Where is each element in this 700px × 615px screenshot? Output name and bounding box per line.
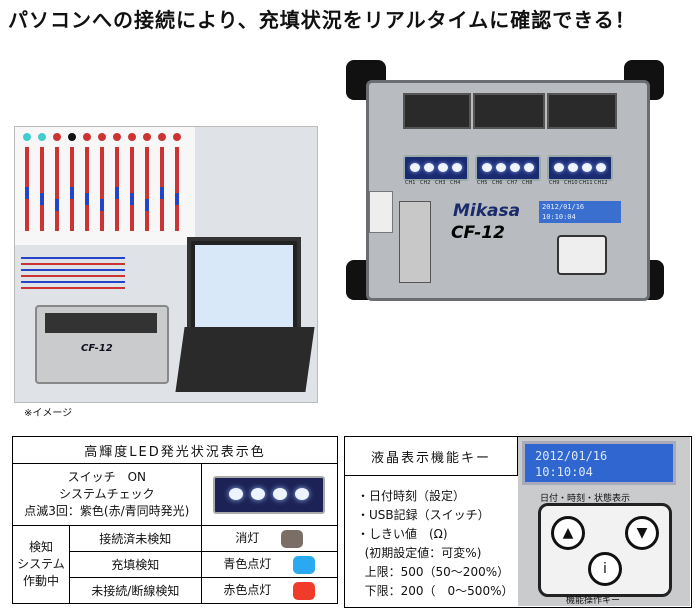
lcd-key-item: ・USB記録（スイッチ） [357,508,490,522]
image-caption: ※イメージ [24,408,73,419]
model-label: CF-12 [451,223,505,243]
keys-bottom-label: 機能操作キー [566,596,621,606]
lcd-display-large: 2012/01/16 10:10:04 [522,441,676,485]
lcd-keys-list: ・日付時刻（設定） ・USB記録（スイッチ） ・しきい値 (Ω) (初期設定値：可変… [357,487,513,601]
channel-label: CH6 [492,180,503,186]
lcd-time: 10:10:04 [535,465,593,479]
system-check-label: システムチェック [58,487,155,501]
level-bar [100,147,104,231]
status-dot [38,133,46,141]
lcd-keys-title: 液晶表示機能キー [345,437,518,476]
status-dot [68,133,76,141]
lcd-key-item: ・しきい値 (Ω) [357,527,448,541]
level-bar [40,147,44,231]
status-dot [53,133,61,141]
led-indicator [475,155,541,181]
function-keys-small [557,235,607,275]
channel-label: CH1 [405,180,416,186]
level-bar [70,147,74,231]
lcd-key-item: 下限：200（ 0〜500%） [357,584,514,598]
up-arrow-button[interactable]: ▲ [551,516,585,550]
led-indicator [547,155,613,181]
terminal-block [403,93,471,129]
level-bar [145,147,149,231]
device-photo-large: Mikasa CF-12 2012/01/16 10:10:04 CH1 CH2 C… [346,60,664,301]
status-dot [128,133,136,141]
status-dot [143,133,151,141]
level-bar [160,147,164,231]
row-state: 消灯 [235,531,260,546]
channel-label: CH11 [579,180,593,186]
lcd-key-item: ・日付時刻（設定） [357,489,466,503]
usb-memory [369,191,393,233]
channel-label: CH10 [564,180,578,186]
lcd-time: 10:10:04 [542,213,576,221]
lcd-key-item: 上限：500（50〜200%） [357,565,510,579]
headline: パソコンへの接続により、充填状況をリアルタイムに確認できる！ [8,8,636,32]
led-red-swatch [293,581,316,600]
channel-label: CH12 [594,180,608,186]
level-bar [115,147,119,231]
channel-label: CH7 [507,180,518,186]
down-arrow-button[interactable]: ▼ [625,516,659,550]
channel-label: CH5 [477,180,488,186]
status-dot [23,133,31,141]
status-dot [83,133,91,141]
led-indicator [403,155,469,181]
lcd-key-item: (初期設定値：可変%) [357,546,482,560]
lcd-date: 2012/01/16 [535,449,608,463]
function-keypad: ▲ ▼ i [538,503,672,597]
level-bar [25,147,29,231]
keys-top-label: 日付・時刻・状態表示 [540,494,631,504]
info-button[interactable]: i [588,552,622,586]
graph-screenshot [15,127,195,245]
lcd-date: 2012/01/16 [542,203,585,211]
led-purple-swatch [213,475,326,514]
led-off-swatch [281,529,304,548]
trend-lines [21,257,125,293]
photo-collage: CF-12 [14,126,318,403]
level-bar [175,147,179,231]
row-label: 未接続/断線検知 [69,577,202,604]
power-switch [399,201,431,283]
lcd-display-small: 2012/01/16 10:10:04 [539,201,621,223]
row-state: 赤色点灯 [223,583,272,598]
channel-label: CH3 [435,180,446,186]
row-label: 接続済未検知 [69,525,202,552]
status-dot [113,133,121,141]
terminal-block [547,93,617,129]
led-blue-swatch [293,555,316,574]
detect-system-label: 検知 システム 作動中 [12,525,70,604]
channel-label: CH2 [420,180,431,186]
table-title: 高輝度LED発光状況表示色 [12,436,338,464]
brand-logo: Mikasa [453,201,521,221]
device-body: Mikasa CF-12 2012/01/16 10:10:04 CH1 CH2 C… [366,80,650,301]
status-dot [98,133,106,141]
switch-on-label: スイッチ ON [67,470,147,484]
device-small-model: CF-12 [81,343,113,354]
channel-label: CH8 [522,180,533,186]
status-dot [158,133,166,141]
level-bar [130,147,134,231]
laptop-screen [187,237,301,335]
channel-label: CH9 [549,180,560,186]
terminal-block [473,93,545,129]
blink-label: 点滅3回：紫色(赤/青同時発光) [24,504,190,518]
level-bar [85,147,89,231]
lcd-keys-panel: 2012/01/16 10:10:04 日付・時刻・状態表示 ▲ ▼ i 機能操… [518,437,690,606]
channel-label: CH4 [450,180,461,186]
lcd-keys-box: 液晶表示機能キー ・日付時刻（設定） ・USB記録（スイッチ） ・しきい値 (Ω) … [344,436,692,608]
laptop-keyboard [175,327,315,392]
level-bar [55,147,59,231]
status-dot [173,133,181,141]
device-photo-small: CF-12 [35,305,169,384]
row-label: 充填検知 [69,551,202,578]
led-status-table: 高輝度LED発光状況表示色 スイッチ ON システムチェック 点滅3回：紫色(赤… [12,436,339,604]
row-state: 青色点灯 [223,557,272,572]
